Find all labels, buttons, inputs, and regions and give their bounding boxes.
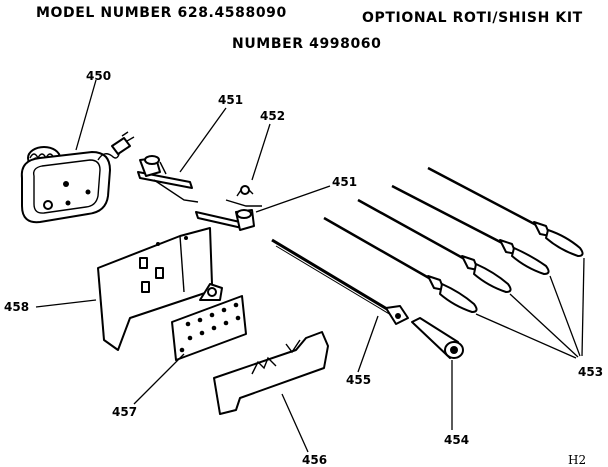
bottom-bracket-part-456 <box>213 331 329 415</box>
callout-454: 454 <box>444 433 469 447</box>
leader-455 <box>357 315 379 373</box>
diagram-code: H2 <box>568 453 586 467</box>
callout-456: 456 <box>302 453 327 467</box>
skewer-2 <box>391 184 550 275</box>
skewer-3 <box>357 198 512 293</box>
skewer-4 <box>323 216 478 313</box>
leader-451-lower <box>255 185 331 213</box>
callout-453: 453 <box>578 365 603 379</box>
skewer-1 <box>427 166 584 257</box>
callout-450: 450 <box>86 69 111 83</box>
callout-458: 458 <box>4 300 29 314</box>
callout-451-lower: 451 <box>332 175 357 189</box>
leader-lines <box>35 79 585 453</box>
leader-452 <box>251 123 271 181</box>
bracket-part-451-lower <box>195 199 262 231</box>
leader-453-a <box>581 257 585 357</box>
callout-457: 457 <box>112 405 137 419</box>
callout-452: 452 <box>260 109 285 123</box>
spit-rod-part-455 <box>271 238 409 325</box>
leader-450 <box>75 79 97 151</box>
leader-453-b <box>549 275 581 357</box>
leader-453-d <box>475 313 577 359</box>
handle-part-454 <box>411 317 464 359</box>
kit-number: NUMBER 4998060 <box>232 36 382 52</box>
back-plate-part-458 <box>97 227 213 351</box>
callout-455: 455 <box>346 373 371 387</box>
clip-part-452 <box>236 185 254 197</box>
model-number-heading: MODEL NUMBER 628.4588090 <box>36 5 287 21</box>
leader-456 <box>281 393 309 453</box>
leader-458 <box>35 299 97 308</box>
skewers-part-453 <box>323 166 584 313</box>
callout-451-upper: 451 <box>218 93 243 107</box>
kit-title: OPTIONAL ROTI/SHISH KIT <box>362 10 583 26</box>
leader-451-upper <box>179 107 227 173</box>
leader-453-c <box>509 293 579 358</box>
leader-457 <box>133 353 185 405</box>
bracket-part-451-upper <box>137 155 199 203</box>
front-plate-part-457 <box>171 283 247 361</box>
motor-part-450 <box>20 131 135 224</box>
